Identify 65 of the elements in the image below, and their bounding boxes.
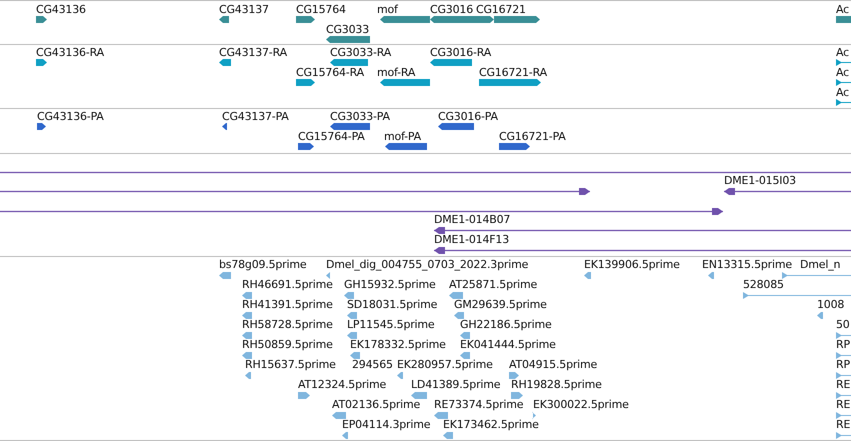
feature-label: RH58728.5prime	[242, 318, 333, 331]
feature-label: EK300022.5prime	[533, 398, 629, 411]
feature-label: GM29639.5prime	[454, 298, 547, 311]
feature-label: mof-RA	[377, 66, 416, 79]
feature-label: LP11545.5prime	[347, 318, 434, 331]
feature-label: RH46691.5prime	[242, 278, 333, 291]
feature-label: EK178332.5prime	[350, 338, 446, 351]
feature-label: bs78g09.5prime	[219, 258, 306, 271]
feature-label: AT25871.5prime	[449, 278, 538, 291]
feature-label: Ac	[836, 66, 849, 79]
feature-label: CG43136-PA	[37, 110, 104, 123]
feature-label: RE	[836, 418, 850, 431]
feature-label: EN13315.5prime	[702, 258, 792, 271]
feature-label: DME1-014B07	[434, 213, 510, 226]
feature-label: CG3033	[326, 23, 369, 36]
feature-label: CG3033-RA	[330, 46, 392, 59]
feature-label: RH41391.5prime	[242, 298, 333, 311]
feature-label: Ac	[836, 86, 849, 99]
feature-label: mof-PA	[384, 130, 421, 143]
feature-label: mof	[377, 3, 398, 16]
feature-label: LD41389.5prime	[411, 378, 500, 391]
feature-label: CG3033-PA	[330, 110, 390, 123]
feature-label: GH22186.5prime	[460, 318, 552, 331]
feature-label: CG3016-RA	[430, 46, 492, 59]
feature-label: Dmel_n	[800, 258, 840, 271]
feature-label: RE73374.5prime	[434, 398, 524, 411]
feature-label: CG15764	[296, 3, 346, 16]
feature-label: CG43137-PA	[222, 110, 289, 123]
feature-label: SD18031.5prime	[347, 298, 438, 311]
feature-label: 1008	[817, 298, 844, 311]
feature-label: 50	[836, 318, 850, 331]
feature-label: AT12324.5prime	[298, 378, 386, 391]
feature-label: CG15764-PA	[298, 130, 365, 143]
feature-label: RH19828.5prime	[511, 378, 602, 391]
feature-label: EK041444.5prime	[460, 338, 556, 351]
feature-label: CG16721-RA	[479, 66, 547, 79]
feature-label: GH15932.5prime	[344, 278, 436, 291]
feature-label: AT04915.5prime	[509, 358, 598, 371]
feature-label: EK173462.5prime	[443, 418, 539, 431]
feature-label: RH50859.5prime	[242, 338, 333, 351]
feature-label: CG43137	[219, 3, 269, 16]
feature-label: DME1-014F13	[434, 233, 509, 246]
feature-label: Ac	[836, 46, 849, 59]
feature-label: Dmel_dig_004755_0703_2022.3prime	[326, 258, 528, 271]
feature-label: Ac	[836, 3, 849, 16]
feature-label: 294565	[352, 358, 393, 371]
feature-label: CG3016-PA	[438, 110, 498, 123]
feature-label: RH15637.5prime	[245, 358, 336, 371]
feature-label: DME1-015I03	[724, 174, 796, 187]
feature-label: AT02136.5prime	[332, 398, 420, 411]
feature-label: EP04114.3prime	[342, 418, 430, 431]
feature-label: 528085	[743, 278, 784, 291]
feature-label: EK280957.5prime	[397, 358, 493, 371]
feature-label: CG16721	[476, 3, 526, 16]
feature-label: EK139906.5prime	[584, 258, 680, 271]
feature-label: CG43137-RA	[219, 46, 287, 59]
feature-label: CG43136	[36, 3, 86, 16]
feature-label: CG3016	[430, 3, 473, 16]
feature-label: RE	[836, 378, 850, 391]
feature-label: CG43136-RA	[36, 46, 104, 59]
feature-label: RP	[836, 338, 850, 351]
feature-label: RP	[836, 358, 850, 371]
feature-label: RE	[836, 398, 850, 411]
feature-label: CG15764-RA	[296, 66, 364, 79]
feature-label: CG16721-PA	[499, 130, 566, 143]
